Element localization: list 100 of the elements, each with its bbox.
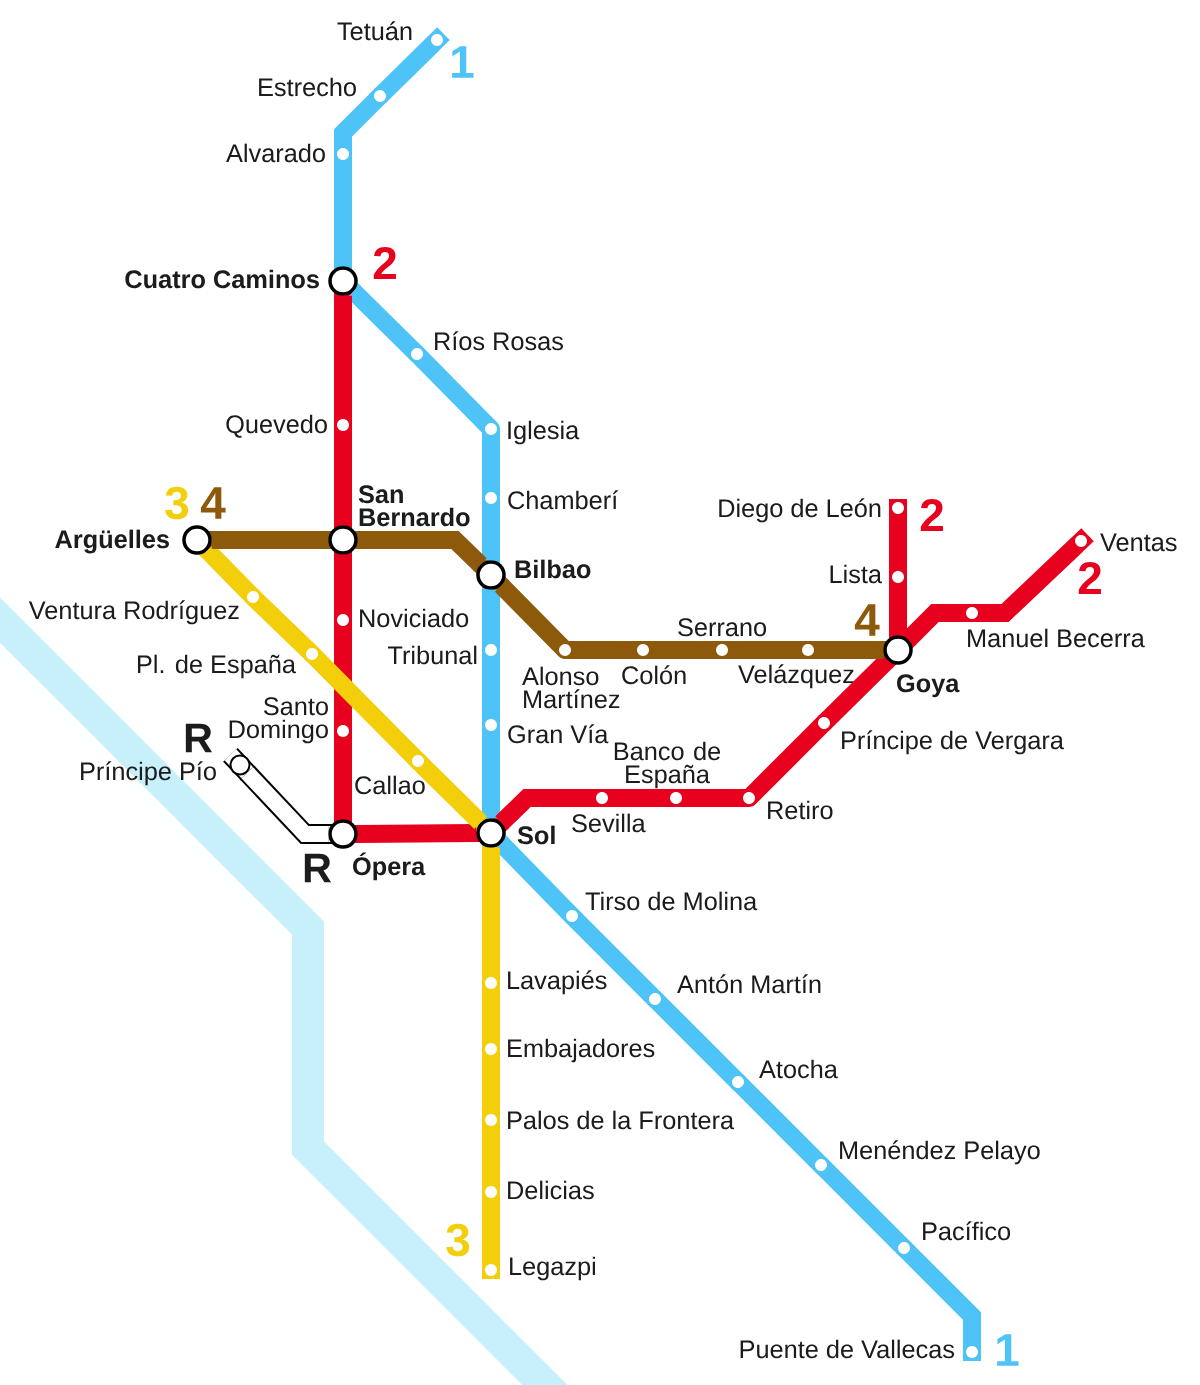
metro-line xyxy=(495,789,596,830)
metro-line xyxy=(978,538,1083,622)
line-number: 2 xyxy=(920,498,943,532)
station-name: Delicias xyxy=(508,1180,594,1200)
metro-line xyxy=(482,435,500,492)
station-name: Tetuán xyxy=(337,21,412,41)
station-name: Alonso Martínez xyxy=(522,666,620,709)
station-name: Puente de Vallecas xyxy=(740,1339,955,1359)
station-name: Banco de España xyxy=(614,741,721,789)
station-name: Manuel Becerra xyxy=(968,628,1145,648)
station-name: Santo Domingo xyxy=(229,697,328,744)
station-name: Ópera xyxy=(353,852,426,881)
station-name: Quevedo xyxy=(226,414,327,438)
station-name: Velázquez xyxy=(738,664,854,689)
station-name: Tribunal xyxy=(388,645,477,665)
metro-line xyxy=(334,160,352,267)
metro-line xyxy=(415,758,487,830)
station-name: Bilbao xyxy=(515,559,591,579)
metro-line xyxy=(821,653,894,726)
station-name: Colón xyxy=(622,665,686,685)
station-name: Callao xyxy=(355,775,425,795)
line-number: 2 xyxy=(373,246,396,280)
line-number: 1 xyxy=(452,46,474,78)
station-name: Noviciado xyxy=(360,608,469,628)
station-name: Estrecho xyxy=(259,77,356,97)
metro-line xyxy=(309,651,421,764)
station-name: Goya xyxy=(897,674,960,698)
metro-line xyxy=(682,789,743,807)
metro-line xyxy=(494,579,568,653)
metro-line xyxy=(482,656,500,719)
metro-line xyxy=(728,641,802,659)
station-name: Antón Martín xyxy=(677,974,821,994)
metro-line xyxy=(482,1126,500,1186)
line-number: 4 xyxy=(854,604,880,636)
station-name: Palos de la Frontera xyxy=(508,1110,735,1130)
station-name: Atocha xyxy=(759,1059,838,1079)
metro-line xyxy=(334,295,352,419)
line-number: 1 xyxy=(997,1334,1019,1366)
metro-line xyxy=(377,37,440,99)
station-name: Ríos Rosas xyxy=(435,331,563,351)
station-name: Príncipe Pío xyxy=(81,761,216,786)
metro-line xyxy=(334,431,352,526)
station-name: Embajadores xyxy=(508,1038,655,1063)
metro-line xyxy=(889,583,907,636)
branch-sign: R xyxy=(304,853,332,883)
station-name: Lavapiés xyxy=(508,970,607,995)
station-name: Chamberí xyxy=(508,490,619,510)
station-name: Gran Vía xyxy=(508,724,609,744)
line-number: 3 xyxy=(165,486,189,520)
metro-line xyxy=(482,1055,500,1114)
station-name: Sevilla xyxy=(572,813,646,833)
metro-line xyxy=(818,1162,907,1251)
metro-line xyxy=(334,626,352,725)
metro-line xyxy=(889,514,907,571)
metro-line xyxy=(482,589,500,644)
metro-line xyxy=(347,284,420,357)
metro-line xyxy=(482,847,500,977)
metro-line xyxy=(494,837,575,918)
metro-line xyxy=(652,996,741,1085)
station-name: Ventas xyxy=(1100,533,1177,552)
metro-line xyxy=(239,765,329,844)
metro-line xyxy=(357,531,487,572)
metro-line xyxy=(649,641,716,659)
station-name: San Bernardo xyxy=(358,485,470,527)
metro-line xyxy=(414,351,494,432)
metro-line xyxy=(735,1079,824,1168)
metro-line xyxy=(482,504,500,561)
station-name: Diego de León xyxy=(719,498,881,523)
station-name: Pl. de España xyxy=(138,654,296,679)
metro-line xyxy=(211,531,329,549)
line-number: 3 xyxy=(446,1223,470,1257)
metro-line xyxy=(901,1245,981,1346)
station-name: Legazpi xyxy=(510,1256,595,1281)
metro-line xyxy=(334,93,383,148)
metro-line xyxy=(746,720,827,801)
line-number: 4 xyxy=(200,487,226,519)
metro-line xyxy=(200,544,256,600)
metro-line xyxy=(608,789,670,807)
metro-line xyxy=(814,641,884,659)
branch-sign: R xyxy=(185,723,213,753)
station-name: Ventura Rodríguez xyxy=(28,600,239,625)
metro-line xyxy=(571,641,637,659)
metro-line xyxy=(482,731,500,819)
metro-line xyxy=(569,913,658,1002)
station-name: Argüelles xyxy=(55,529,169,554)
station-name: Iglesia xyxy=(508,420,580,445)
line-number: 2 xyxy=(1078,561,1101,595)
station-name: Lista xyxy=(830,564,882,584)
station-name: Cuatro Caminos xyxy=(125,269,319,289)
metro-line xyxy=(251,594,314,657)
metro-line xyxy=(357,824,477,843)
metro-line xyxy=(334,554,352,614)
station-name: Menéndez Pelayo xyxy=(840,1140,1040,1165)
station-name: Sol xyxy=(517,825,555,845)
station-name: Retiro xyxy=(768,800,833,820)
station-name: Alvarado xyxy=(226,143,325,163)
station-name: Tirso de Molina xyxy=(585,891,758,911)
metro-line xyxy=(482,1198,500,1264)
station-name: Príncipe de Vergara xyxy=(842,730,1064,755)
metro-line xyxy=(482,989,500,1043)
